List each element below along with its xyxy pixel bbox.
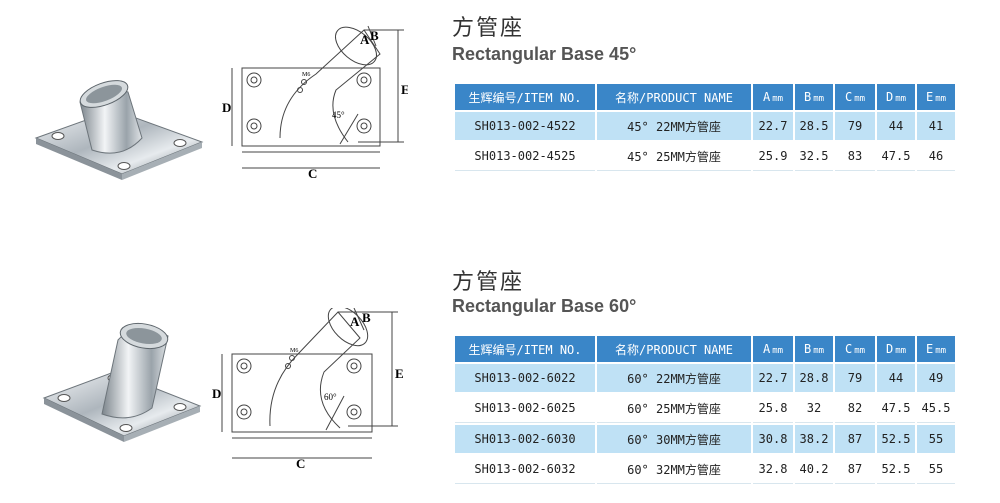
technical-drawing-60: 60° M6 A B C D E — [212, 308, 404, 468]
cell-a: 25.9 — [753, 142, 793, 171]
table-row: SH013-002-6032 60° 32MM方管座 32.8 40.2 87 … — [455, 455, 955, 484]
cell-e: 45.5 — [917, 394, 955, 423]
cell-item-no: SH013-002-4522 — [455, 112, 595, 140]
cell-d: 47.5 — [877, 394, 915, 423]
cell-item-no: SH013-002-6025 — [455, 394, 595, 423]
cell-b: 28.8 — [795, 364, 833, 392]
dim-c-label: C — [308, 166, 317, 181]
cell-a: 32.8 — [753, 455, 793, 484]
table-row: SH013-002-6022 60° 22MM方管座 22.7 28.8 79 … — [455, 364, 955, 392]
header-product-name: 名称/PRODUCT NAME — [597, 84, 751, 110]
cell-item-no: SH013-002-4525 — [455, 142, 595, 171]
dim-b-label: B — [362, 310, 371, 325]
cell-a: 22.7 — [753, 112, 793, 140]
cell-item-no: SH013-002-6032 — [455, 455, 595, 484]
technical-drawing-45: 45° M6 A B C D E — [222, 25, 408, 181]
cell-d: 44 — [877, 364, 915, 392]
product-photo-60 — [42, 322, 202, 442]
cell-e: 41 — [917, 112, 955, 140]
cell-c: 83 — [835, 142, 875, 171]
cell-product-name: 60° 25MM方管座 — [597, 394, 751, 423]
angle-label: 60° — [324, 392, 337, 402]
cell-c: 87 — [835, 425, 875, 453]
cell-item-no: SH013-002-6022 — [455, 364, 595, 392]
cell-d: 52.5 — [877, 425, 915, 453]
angle-label: 45° — [332, 110, 345, 120]
cell-b: 40.2 — [795, 455, 833, 484]
dim-e-label: E — [395, 366, 404, 381]
cell-d: 52.5 — [877, 455, 915, 484]
cell-e: 55 — [917, 455, 955, 484]
hole-label: M6 — [290, 348, 298, 354]
table-row: SH013-002-4522 45° 22MM方管座 22.7 28.5 79 … — [455, 112, 955, 140]
hole-label: M6 — [302, 72, 310, 78]
section-45: 45° M6 A B C D E 方管座 Rectangular Base 45… — [0, 0, 1000, 250]
cell-d: 47.5 — [877, 142, 915, 171]
section-60: 60° M6 A B C D E 方管座 Rectangular Base 60… — [0, 252, 1000, 503]
dim-e-label: E — [401, 82, 408, 97]
cell-c: 87 — [835, 455, 875, 484]
cell-item-no: SH013-002-6030 — [455, 425, 595, 453]
cell-e: 55 — [917, 425, 955, 453]
cell-c: 82 — [835, 394, 875, 423]
dim-a-label: A — [360, 32, 370, 47]
table-row: SH013-002-6030 60° 30MM方管座 30.8 38.2 87 … — [455, 425, 955, 453]
section-title-en: Rectangular Base 45° — [452, 44, 637, 64]
dim-b-label: B — [370, 28, 379, 43]
header-item-no: 生辉编号/ITEM NO. — [455, 336, 595, 362]
cell-product-name: 60° 22MM方管座 — [597, 364, 751, 392]
section-title-cn: 方管座 — [452, 16, 525, 41]
cell-b: 32.5 — [795, 142, 833, 171]
cell-product-name: 60° 30MM方管座 — [597, 425, 751, 453]
dim-c-label: C — [296, 456, 305, 468]
cell-product-name: 60° 32MM方管座 — [597, 455, 751, 484]
cell-product-name: 45° 25MM方管座 — [597, 142, 751, 171]
cell-b: 32 — [795, 394, 833, 423]
cell-product-name: 45° 22MM方管座 — [597, 112, 751, 140]
cell-e: 46 — [917, 142, 955, 171]
dim-d-label: D — [212, 386, 221, 401]
table-row: SH013-002-6025 60° 25MM方管座 25.8 32 82 47… — [455, 394, 955, 423]
section-title-cn: 方管座 — [452, 270, 525, 295]
section-title-en: Rectangular Base 60° — [452, 296, 637, 316]
cell-a: 22.7 — [753, 364, 793, 392]
cell-a: 30.8 — [753, 425, 793, 453]
dim-d-label: D — [222, 100, 231, 115]
dim-a-label: A — [350, 314, 360, 329]
header-item-no: 生辉编号/ITEM NO. — [455, 84, 595, 110]
cell-b: 28.5 — [795, 112, 833, 140]
product-photo-45 — [34, 80, 204, 180]
cell-e: 49 — [917, 364, 955, 392]
cell-d: 44 — [877, 112, 915, 140]
cell-b: 38.2 — [795, 425, 833, 453]
cell-c: 79 — [835, 112, 875, 140]
table-row: SH013-002-4525 45° 25MM方管座 25.9 32.5 83 … — [455, 142, 955, 171]
cell-c: 79 — [835, 364, 875, 392]
header-product-name: 名称/PRODUCT NAME — [597, 336, 751, 362]
cell-a: 25.8 — [753, 394, 793, 423]
